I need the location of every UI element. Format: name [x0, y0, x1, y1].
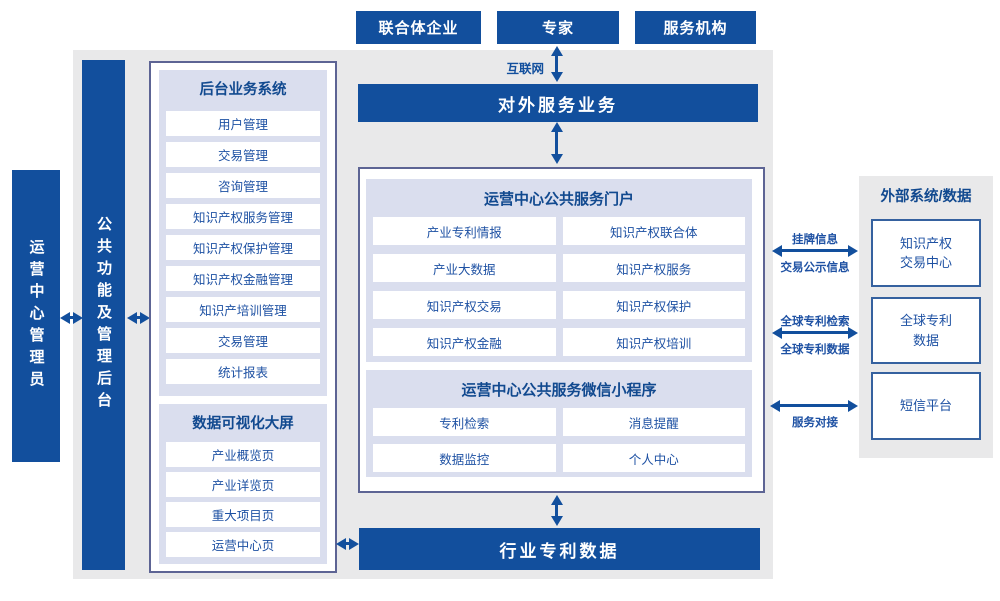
- portal-panel: 运营中心公共服务门户 产业专利情报 知识产权联合体 产业大数据 知识产权服务 知…: [366, 179, 752, 362]
- visualization-panel: 数据可视化大屏 产业概览页 产业详览页 重大项目页 运营中心页: [159, 404, 327, 564]
- backend-item-ip-protection: 知识产权保护管理: [166, 235, 320, 260]
- mini-item-personal-center: 个人中心: [562, 444, 745, 472]
- visualization-title: 数据可视化大屏: [192, 416, 294, 432]
- link-label-global-patent-data: 全球专利数据: [780, 344, 850, 356]
- portal-item-ip-consortium: 知识产权联合体: [562, 217, 745, 245]
- mini-program-title: 运营中心公共服务微信小程序: [461, 382, 657, 399]
- external-box-ip-trade-center: 知识产权 交易中心: [871, 219, 981, 287]
- backend-item-ip-training: 知识产培训管理: [166, 297, 320, 322]
- backend-item-ip-finance: 知识产权金融管理: [166, 266, 320, 291]
- portal-to-data-arrow: [550, 495, 563, 526]
- portal-items-grid: 产业专利情报 知识产权联合体 产业大数据 知识产权服务 知识产权交易 知识产权保…: [366, 217, 752, 356]
- external-box-line: 交易中心: [899, 255, 952, 270]
- backend-item-consult: 咨询管理: [166, 173, 320, 198]
- viz-item-ops-center: 运营中心页: [166, 532, 320, 557]
- external-systems-title: 外部系统/数据: [880, 189, 972, 205]
- service-to-portal-arrow: [550, 122, 563, 164]
- backend-item-trade: 交易管理: [166, 142, 320, 167]
- ops-admin-box: 运营中心管理员: [12, 170, 60, 462]
- industry-patent-data-bar: 行业专利数据: [359, 528, 760, 570]
- backend-functions-bar: 公共功能及管理后台: [82, 60, 125, 570]
- backend-item-ip-service: 知识产权服务管理: [166, 204, 320, 229]
- portal-item-ip-finance: 知识产权金融: [373, 328, 556, 356]
- mini-item-patent-search: 专利检索: [373, 408, 556, 436]
- viz-to-data-arrow: [336, 537, 359, 550]
- link-label-global-patent-search: 全球专利检索: [780, 316, 850, 328]
- external-box-line: 知识产权: [899, 235, 952, 251]
- external-box-line: 短信平台: [899, 398, 952, 414]
- backend-item-reports: 统计报表: [166, 359, 320, 384]
- backend-item-users: 用户管理: [166, 111, 320, 136]
- viz-item-major-projects: 重大项目页: [166, 502, 320, 527]
- link-arrow-sms: [770, 399, 858, 412]
- portal-item-patent-intel: 产业专利情报: [373, 217, 556, 245]
- backend-system-panel: 后台业务系统 用户管理 交易管理 咨询管理 知识产权服务管理 知识产权保护管理 …: [159, 70, 327, 396]
- internet-arrow: [550, 46, 563, 82]
- actor-box-agencies: 服务机构: [635, 11, 756, 44]
- link-arrow-trade-center: [772, 244, 858, 257]
- link-arrow-global-patent: [772, 326, 858, 339]
- portal-item-ip-protection: 知识产权保护: [562, 291, 745, 319]
- portal-item-big-data: 产业大数据: [373, 254, 556, 282]
- external-box-sms-platform: 短信平台: [871, 372, 981, 440]
- mini-item-notifications: 消息提醒: [562, 408, 745, 436]
- viz-item-industry-detail: 产业详览页: [166, 472, 320, 497]
- mini-program-items-grid: 专利检索 消息提醒 数据监控 个人中心: [366, 408, 752, 472]
- mini-item-data-monitor: 数据监控: [373, 444, 556, 472]
- viz-item-industry-overview: 产业概览页: [166, 442, 320, 467]
- link-label-trade-public-info: 交易公示信息: [780, 262, 850, 274]
- portal-item-ip-trade: 知识产权交易: [373, 291, 556, 319]
- admin-to-backend-arrow: [60, 311, 83, 324]
- portal-item-ip-service: 知识产权服务: [562, 254, 745, 282]
- backend-system-title: 后台业务系统: [199, 82, 287, 98]
- external-box-line: 全球专利: [899, 313, 952, 328]
- mini-program-panel: 运营中心公共服务微信小程序 专利检索 消息提醒 数据监控 个人中心: [366, 370, 752, 477]
- actor-box-experts: 专家: [497, 11, 619, 44]
- portal-title: 运营中心公共服务门户: [483, 191, 634, 208]
- backend-item-trade-2: 交易管理: [166, 328, 320, 353]
- link-label-service-connect: 服务对接: [792, 417, 838, 429]
- external-service-bar: 对外服务业务: [358, 84, 758, 122]
- link-label-listing-info: 挂牌信息: [792, 234, 838, 246]
- backend-to-panel-arrow: [127, 311, 150, 324]
- internet-label: 互联网: [506, 62, 544, 76]
- portal-item-ip-training: 知识产权培训: [562, 328, 745, 356]
- external-box-line: 数据: [912, 332, 939, 348]
- actor-box-consortium: 联合体企业: [356, 11, 481, 44]
- external-box-global-patent-data: 全球专利 数据: [871, 297, 981, 364]
